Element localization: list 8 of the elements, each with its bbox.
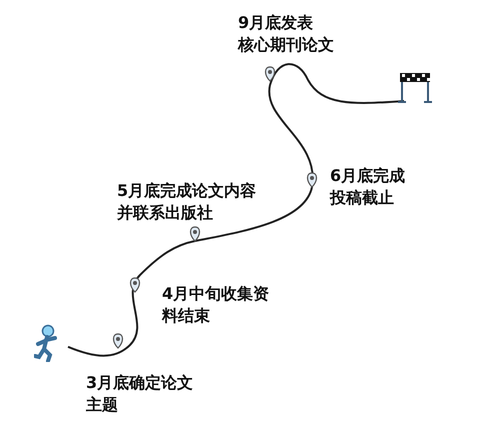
runner-figure [34, 324, 60, 362]
milestone-text: 6月底完成投稿截止 [330, 165, 406, 209]
milestone-text: 5月底完成论文内容并联系出版社 [117, 180, 256, 224]
milestone-text: 4月中旬收集资料结束 [162, 283, 270, 327]
milestone-text: 9月底发表核心期刊论文 [238, 12, 334, 56]
winding-path [68, 63, 404, 357]
milestone-text: 3月底确定论文主题 [86, 372, 194, 416]
finish-gate [398, 72, 432, 104]
